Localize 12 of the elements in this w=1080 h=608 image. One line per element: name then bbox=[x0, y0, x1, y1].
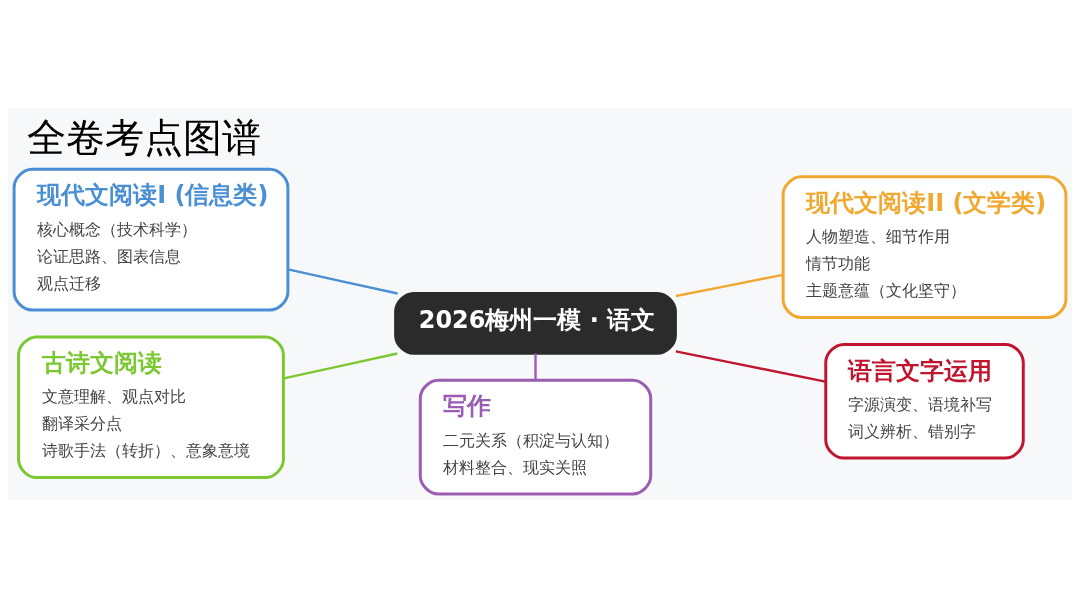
node-box: 写作 二元关系（积淀与认知） 材料整合、现实关照 bbox=[418, 378, 653, 496]
node-box: 现代文阅读II (文学类) 人物塑造、细节作用 情节功能 主题意蕴（文化坚守） bbox=[781, 175, 1068, 319]
connector bbox=[675, 350, 826, 383]
node-box: 现代文阅读I (信息类) 核心概念（技术科学） 论证思路、图表信息 观点迁移 bbox=[12, 167, 290, 312]
connector bbox=[283, 352, 398, 380]
connector bbox=[287, 268, 398, 295]
node-box: 2026梅州一模 · 语文 bbox=[394, 292, 677, 355]
connector bbox=[534, 353, 537, 380]
node-box: 语言文字运用 字源演变、语境补写 词义辨析、错别字 bbox=[824, 342, 1025, 460]
node-box: 古诗文阅读 文意理解、观点对比 翻译采分点 诗歌手法（转折）、意象意境 bbox=[17, 335, 285, 480]
diagram-title: 全卷考点图谱 bbox=[27, 115, 262, 161]
connector bbox=[675, 273, 784, 298]
